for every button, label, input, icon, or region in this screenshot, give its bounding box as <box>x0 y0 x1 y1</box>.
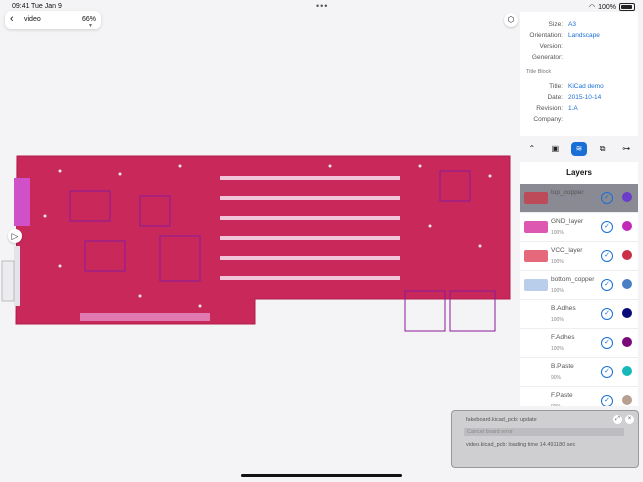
back-icon[interactable]: ‹ <box>10 13 14 25</box>
expand-icon[interactable]: ⤢ <box>613 415 622 424</box>
layer-color-swatch[interactable] <box>622 395 632 405</box>
home-indicator[interactable] <box>241 474 402 477</box>
layer-color-swatch[interactable] <box>622 366 632 376</box>
layer-row[interactable]: top_copper 100% ✓ <box>520 184 638 213</box>
prop-version: Version: <box>539 43 564 50</box>
layer-color-swatch[interactable] <box>622 221 632 231</box>
tab-components-icon[interactable]: ▣ <box>551 144 560 153</box>
layer-row[interactable]: F.Paste 90% ✓ <box>520 387 638 406</box>
checkmark-icon[interactable]: ✓ <box>601 279 613 291</box>
layer-opacity: 100% <box>551 230 564 236</box>
layer-color-swatch[interactable] <box>622 337 632 347</box>
checkmark-icon[interactable]: ✓ <box>601 366 613 378</box>
layer-color-swatch[interactable] <box>622 192 632 202</box>
layer-name: B.Adhes <box>551 305 576 312</box>
prop-date: Date: 2015-10-14 <box>547 94 602 101</box>
layer-thumbnail <box>524 221 548 233</box>
title-block-heading: Title Block <box>526 69 552 75</box>
layer-opacity: 100% <box>551 201 564 207</box>
checkmark-icon[interactable]: ✓ <box>601 250 613 262</box>
layer-color-swatch[interactable] <box>622 250 632 260</box>
checkmark-icon[interactable]: ✓ <box>601 192 613 204</box>
layer-thumbnail <box>524 337 548 349</box>
layer-color-swatch[interactable] <box>622 308 632 318</box>
battery-percent: 100% <box>598 3 616 11</box>
layer-name: B.Paste <box>551 363 574 370</box>
layer-opacity: 90% <box>551 404 561 406</box>
checkmark-icon[interactable]: ✓ <box>601 395 613 406</box>
tab-tree-icon[interactable]: ⊶ <box>622 144 631 153</box>
properties-panel: Size: A3 Orientation: Landscape Version:… <box>520 12 638 136</box>
document-selector[interactable]: ‹ video 66% ▼ <box>5 11 101 29</box>
console-error-text: Cancel board error <box>467 429 513 435</box>
layer-opacity: 100% <box>551 317 564 323</box>
layer-opacity: 100% <box>551 346 564 352</box>
layer-opacity: 100% <box>551 288 564 294</box>
status-date: Tue Jan 9 <box>31 3 62 10</box>
layer-name: GND_layer <box>551 218 584 225</box>
battery-icon <box>619 3 635 11</box>
layer-thumbnail <box>524 395 548 406</box>
prop-revision: Revision: 1.A <box>536 105 578 112</box>
layer-thumbnail <box>524 366 548 378</box>
layer-list: top_copper 100% ✓ GND_layer 100% ✓ VCC_layer 10… <box>520 184 638 406</box>
layer-opacity: 90% <box>551 375 562 381</box>
layer-row[interactable]: B.Adhes 100% ✓ <box>520 300 638 329</box>
prop-size: Size: A3 <box>548 21 576 28</box>
layer-thumbnail <box>524 192 548 204</box>
layer-name: top_copper <box>551 189 584 196</box>
3d-view-icon[interactable]: ⬡ <box>504 13 518 27</box>
console-panel: fakeboard.kicad_pcb: update Cancel board… <box>451 410 639 468</box>
layers-title: Layers <box>566 168 592 177</box>
layer-color-swatch[interactable] <box>622 279 632 289</box>
select-tool-icon[interactable]: ▷ <box>8 229 22 243</box>
layer-thumbnail <box>524 250 548 262</box>
zoom-level: 66% <box>81 16 96 23</box>
layer-thumbnail <box>524 308 548 320</box>
close-icon[interactable]: × <box>625 415 634 424</box>
prop-generator: Generator: <box>531 54 563 61</box>
collapse-chevron-icon[interactable]: ⌃ <box>528 144 536 153</box>
pcb-canvas[interactable] <box>0 66 520 406</box>
status-time: 09:41 <box>12 3 30 10</box>
checkmark-icon[interactable]: ✓ <box>601 308 613 320</box>
layer-row[interactable]: B.Paste 90% ✓ <box>520 358 638 387</box>
layer-name: VCC_layer <box>551 247 583 254</box>
tab-copy-icon[interactable]: ⧉ <box>599 144 606 153</box>
layer-row[interactable]: F.Adhes 100% ✓ <box>520 329 638 358</box>
prop-company: Company: <box>533 116 563 123</box>
layer-thumbnail <box>524 279 548 291</box>
document-name: video <box>24 16 41 23</box>
status-bar: 09:41 Tue Jan 9 ••• ◠ 100% <box>0 0 643 12</box>
wifi-icon: ◠ <box>588 4 596 11</box>
layer-row[interactable]: bottom_copper 100% ✓ <box>520 271 638 300</box>
prop-title: Title: KiCad demo <box>549 83 604 90</box>
console-line: video.kicad_pcb: loading time 14.491180 … <box>466 442 576 448</box>
console-line: fakeboard.kicad_pcb: update <box>466 417 537 423</box>
layer-row[interactable]: GND_layer 100% ✓ <box>520 213 638 242</box>
layer-name: F.Adhes <box>551 334 575 341</box>
chevron-down-icon: ▼ <box>88 23 93 29</box>
layer-name: bottom_copper <box>551 276 595 283</box>
panel-tab-bar: ⌃ ▣ ≋ ⧉ ⊶ <box>520 138 638 160</box>
checkmark-icon[interactable]: ✓ <box>601 221 613 233</box>
checkmark-icon[interactable]: ✓ <box>601 337 613 349</box>
layer-name: F.Paste <box>551 392 573 399</box>
layer-opacity: 100% <box>551 259 564 265</box>
tab-layers-icon[interactable]: ≋ <box>570 142 587 156</box>
multitask-dots-icon[interactable]: ••• <box>316 1 329 11</box>
console-error-bar: Cancel board error <box>464 428 624 436</box>
prop-orientation: Orientation: Landscape <box>529 32 600 39</box>
layer-row[interactable]: VCC_layer 100% ✓ <box>520 242 638 271</box>
